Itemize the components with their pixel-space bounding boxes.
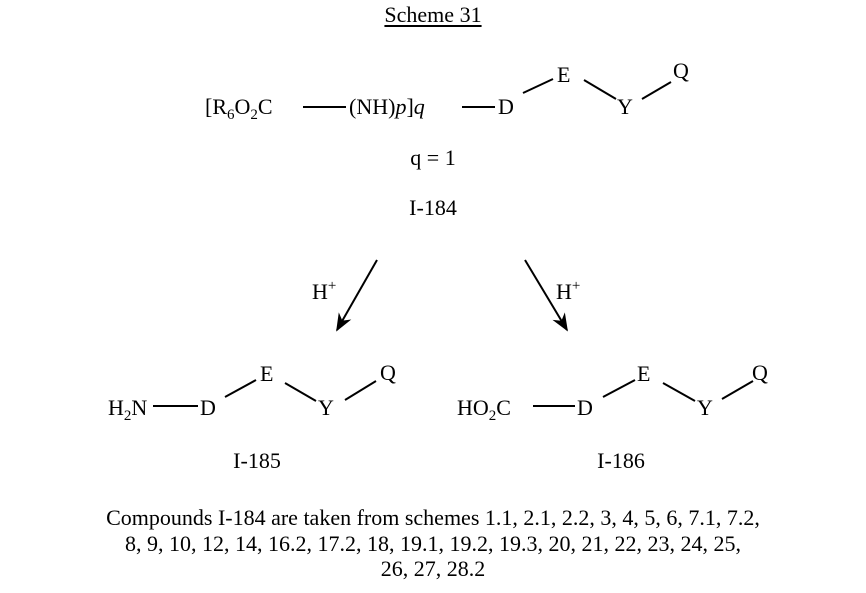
text: O xyxy=(235,94,251,119)
footnote-line: Compounds I-184 are taken from schemes 1… xyxy=(0,505,866,531)
text: C xyxy=(496,395,511,420)
atom-D: D xyxy=(498,96,514,118)
text: (NH) xyxy=(349,94,395,119)
superscript: + xyxy=(572,278,580,294)
atom-Q: Q xyxy=(752,362,768,384)
italic-p: p xyxy=(395,94,406,119)
atom-Y: Y xyxy=(318,397,334,419)
product-left-label: I-185 xyxy=(233,450,281,472)
product-right-label: I-186 xyxy=(597,450,645,472)
text: H xyxy=(312,279,328,304)
bond xyxy=(642,82,671,99)
bond xyxy=(584,80,616,99)
amine-group: H2N xyxy=(108,397,147,419)
reagent-right: H+ xyxy=(556,281,580,303)
subscript: 6 xyxy=(227,107,235,123)
bond xyxy=(523,79,553,93)
subscript: 2 xyxy=(250,107,258,123)
footnote: Compounds I-184 are taken from schemes 1… xyxy=(0,505,866,582)
bond xyxy=(285,383,316,401)
bond xyxy=(345,381,376,400)
text: C xyxy=(258,94,273,119)
superscript: + xyxy=(328,278,336,294)
footnote-line: 26, 27, 28.2 xyxy=(0,556,866,582)
reactant-label: I-184 xyxy=(409,197,457,219)
bond xyxy=(722,381,753,399)
reactant-linker: (NH)p]q xyxy=(349,96,425,118)
reactant-condition: q = 1 xyxy=(410,147,455,169)
text: [R xyxy=(205,94,227,119)
text: H xyxy=(556,279,572,304)
italic-q: q xyxy=(414,94,425,119)
reaction-arrow-left xyxy=(337,260,377,330)
atom-D: D xyxy=(577,397,593,419)
atom-Y: Y xyxy=(617,96,633,118)
text: HO xyxy=(457,395,489,420)
atom-D: D xyxy=(200,397,216,419)
scheme-title: Scheme 31 xyxy=(384,4,481,26)
bond xyxy=(603,380,635,397)
atom-E: E xyxy=(260,363,273,385)
atom-Q: Q xyxy=(380,362,396,384)
text: ] xyxy=(406,94,413,119)
text: N xyxy=(131,395,147,420)
atom-E: E xyxy=(557,64,570,86)
atom-Y: Y xyxy=(697,397,713,419)
footnote-line: 8, 9, 10, 12, 14, 16.2, 17.2, 18, 19.1, … xyxy=(0,531,866,557)
atom-Q: Q xyxy=(673,60,689,82)
carboxyl-group: HO2C xyxy=(457,397,511,419)
bond xyxy=(663,383,695,401)
reactant-ester-group: [R6O2C xyxy=(205,96,273,118)
bond xyxy=(225,380,256,397)
atom-E: E xyxy=(637,363,650,385)
text: H xyxy=(108,395,124,420)
reagent-left: H+ xyxy=(312,281,336,303)
